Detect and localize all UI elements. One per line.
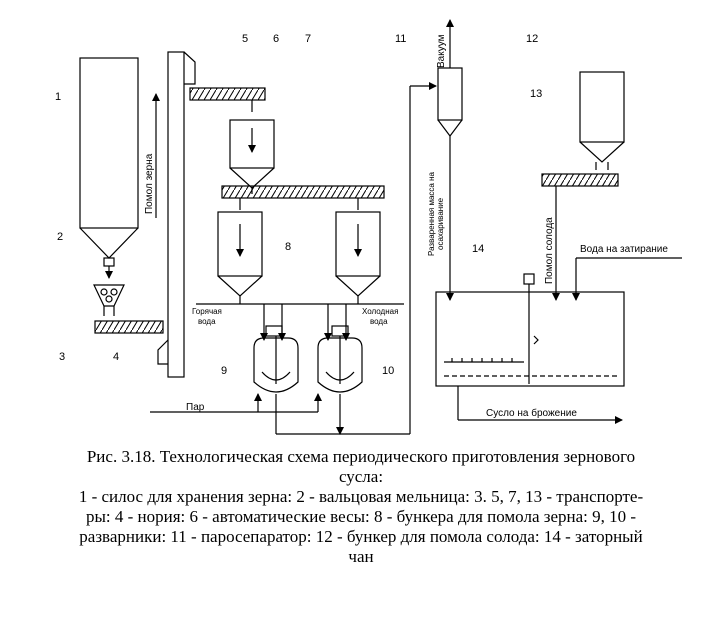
automatic-scale — [229, 119, 275, 169]
caption-line-5: разварники: 11 - паросепаратор: 12 - бун… — [79, 527, 643, 546]
item-number-14: 14 — [472, 243, 484, 255]
grain-milling-label: Помол зерна — [144, 153, 155, 214]
malt-milling-label: Помол солода — [544, 217, 555, 284]
caption-line-3: 1 - силос для хранения зерна: 2 - вальцо… — [78, 487, 644, 506]
hot-water-label-line2: вода — [198, 317, 216, 326]
steam-separator — [437, 67, 463, 121]
conveyor-5 — [189, 87, 266, 101]
conveyor-7 — [221, 185, 385, 199]
hot-water-label-line1: Горячая — [192, 307, 222, 316]
conveyor-3 — [94, 320, 164, 334]
item-number-5: 5 — [242, 33, 248, 45]
item-number-8: 8 — [285, 241, 291, 253]
mash-water-label: Вода на затирание — [580, 244, 668, 255]
cooker-9 — [253, 337, 299, 393]
caption-line-4: ры: 4 - нория: 6 - автоматические весы: … — [85, 507, 637, 526]
cold-water-label-line1: Холодная — [362, 307, 398, 316]
item-number-1: 1 — [55, 91, 61, 103]
cold-water-label-line2: вода — [370, 317, 388, 326]
bucket-elevator — [167, 51, 185, 378]
grain-silo — [79, 57, 139, 229]
boiled-mass-label-line2: осахаривание — [436, 197, 445, 250]
cooker-10 — [317, 337, 363, 393]
wort-label: Сусло на брожение — [486, 407, 577, 419]
caption-line-1: Рис. 3.18. Технологическая схема периоди… — [86, 447, 636, 466]
item-number-7: 7 — [305, 33, 311, 45]
steam-label: Пар — [186, 402, 205, 413]
boiled-mass-label-line1: Разваренная масса на — [427, 172, 436, 256]
grain-hopper-left — [217, 211, 263, 277]
process-scheme: 1 2 3 4 5 6 7 8 9 10 11 12 13 14 Вакуум … — [55, 19, 682, 435]
figure-caption: Рис. 3.18. Технологическая схема периоди… — [18, 447, 704, 567]
mash-tun — [435, 291, 625, 387]
item-number-2: 2 — [57, 231, 63, 243]
conveyor-13 — [541, 173, 619, 187]
caption-line-6: чан — [348, 547, 374, 566]
item-number-3: 3 — [59, 351, 65, 363]
item-number-4: 4 — [113, 351, 119, 363]
caption-line-2: сусла: — [338, 467, 384, 486]
item-number-9: 9 — [221, 365, 227, 377]
vacuum-label: Вакуум — [436, 34, 447, 68]
item-number-13: 13 — [530, 88, 542, 100]
grain-hopper-right — [335, 211, 381, 277]
item-number-6: 6 — [273, 33, 279, 45]
item-number-10: 10 — [382, 365, 394, 377]
item-number-11: 11 — [395, 33, 406, 45]
item-number-12: 12 — [526, 33, 538, 45]
malt-hopper — [579, 71, 625, 143]
